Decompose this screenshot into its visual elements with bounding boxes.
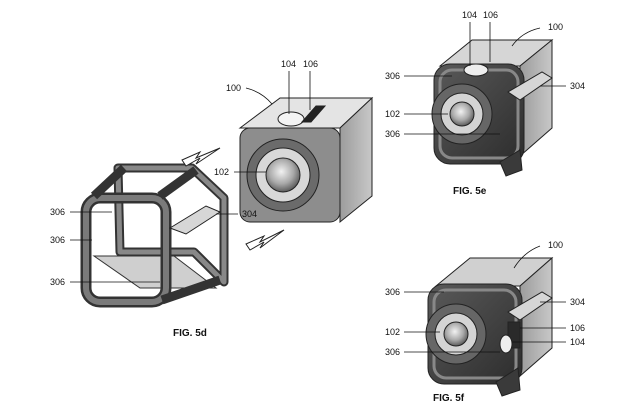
caption-fig-5e: FIG. 5e	[453, 186, 487, 197]
reference-labels: 100 104 106 102 306 306 306 304 100 104 …	[50, 10, 585, 357]
ref-106-5e: 106	[483, 10, 498, 20]
ref-306-5e-top: 306	[385, 71, 400, 81]
ref-306-5f-low: 306	[385, 347, 400, 357]
ref-100-5f: 100	[548, 240, 563, 250]
camera-body-5d	[238, 96, 374, 224]
ref-106-5f: 106	[570, 323, 585, 333]
slot-106-5d	[300, 105, 327, 123]
button-104-5f	[499, 334, 513, 354]
ref-104-5f: 104	[570, 337, 585, 347]
ref-304-5d: 304	[242, 209, 257, 219]
ref-304-5e: 304	[570, 81, 585, 91]
ref-100-5e: 100	[548, 22, 563, 32]
ref-306-5e-low: 306	[385, 129, 400, 139]
ref-100-5d: 100	[226, 83, 241, 93]
clip-304-5d	[168, 205, 222, 235]
button-104-5d	[277, 111, 305, 127]
ref-102-5e: 102	[385, 109, 400, 119]
button-104-5e	[463, 63, 489, 77]
ref-306-5d-low: 306	[50, 277, 65, 287]
assembly-5e	[431, 38, 554, 177]
cage-5d	[80, 163, 229, 308]
ref-102-5f: 102	[385, 327, 400, 337]
clip-304-5f	[507, 291, 553, 321]
ref-306-5d-mid: 306	[50, 235, 65, 245]
caption-fig-5f: FIG. 5f	[433, 393, 465, 404]
caption-fig-5d: FIG. 5d	[173, 328, 207, 339]
ref-104-5e: 104	[462, 10, 477, 20]
leader-lines	[70, 22, 566, 353]
ref-304-5f: 304	[570, 297, 585, 307]
direction-arrow-upper	[181, 147, 221, 167]
assembly-5f	[425, 256, 554, 397]
clip-304-5e	[507, 71, 553, 101]
ref-104-5d: 104	[281, 59, 296, 69]
ref-102-5d: 102	[214, 167, 229, 177]
direction-arrow-lower	[245, 229, 285, 251]
ref-306-5f-top: 306	[385, 287, 400, 297]
ref-306-5d-top: 306	[50, 207, 65, 217]
ref-106-5d: 106	[303, 59, 318, 69]
